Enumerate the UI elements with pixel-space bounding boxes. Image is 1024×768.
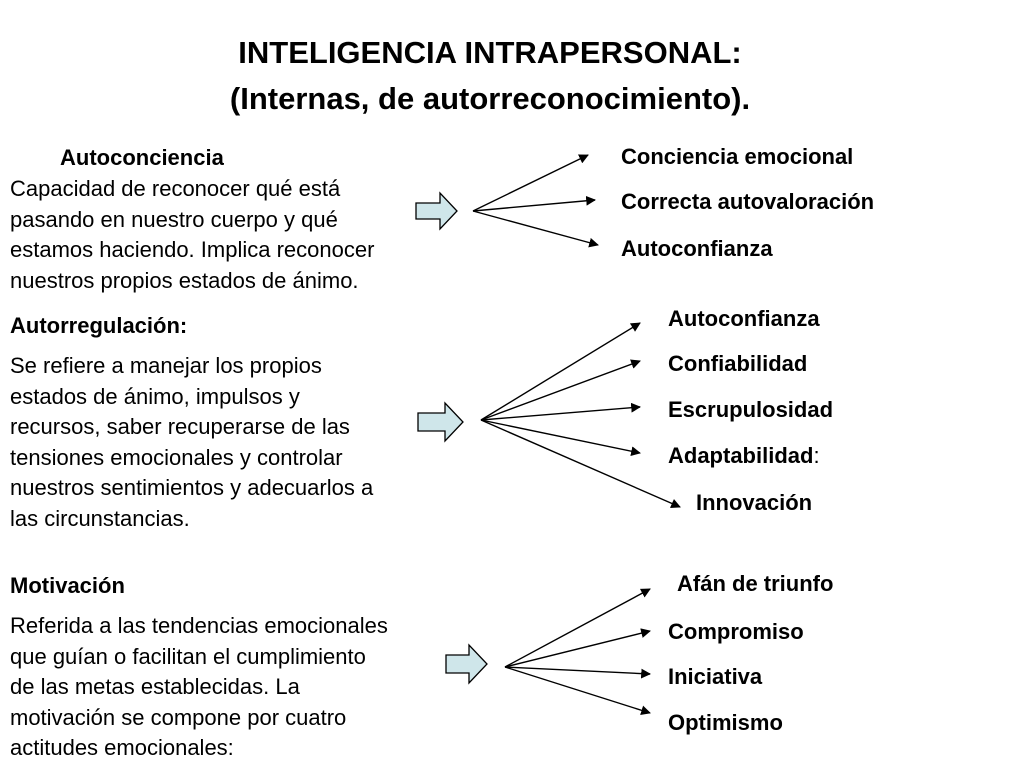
section-heading-autoconciencia: Autoconciencia (60, 145, 224, 170)
connector-arrow (472, 195, 596, 212)
connector-arrow (504, 666, 651, 679)
page-title-line1: INTELIGENCIA INTRAPERSONAL: (238, 35, 742, 70)
text-line: Capacidad de reconocer qué está (10, 176, 341, 201)
block-arrow-2 (417, 401, 464, 443)
connector-arrow (480, 402, 641, 421)
text-line: que guían o facilitan el cumplimiento (10, 643, 366, 669)
item-adaptabilidad-label: Adaptabilidad (668, 443, 814, 468)
section-text-motivacion: Referida a las tendencias emocionales qu… (10, 611, 388, 764)
text-line: de las metas establecidas. La (10, 674, 300, 699)
connector-arrow (504, 628, 651, 668)
connector-arrow (480, 419, 681, 508)
text-line: recursos, saber recuperarse de las (10, 414, 350, 439)
section-text-autorregulacion: Se refiere a manejar los propios estados… (10, 351, 373, 534)
page-title-line2: (Internas, de autorreconocimiento). (229, 81, 751, 116)
item-autoconfianza-1: Autoconfianza (621, 236, 773, 261)
text-line: Referida a las tendencias emocionales (10, 613, 388, 638)
text-line: Se refiere a manejar los propios (10, 353, 322, 378)
item-afan-de-triunfo: Afán de triunfo (677, 571, 834, 596)
text-line: nuestros propios estados de ánimo. (10, 267, 359, 293)
item-autoconfianza-2: Autoconfianza (668, 306, 820, 331)
text-line: estamos haciendo. Implica reconocer (10, 237, 375, 262)
connector-arrow (480, 419, 641, 457)
connector-arrow (504, 666, 651, 716)
block-arrow-1 (415, 191, 458, 231)
block-arrow-3 (445, 643, 488, 685)
item-conciencia-emocional: Conciencia emocional (621, 144, 854, 169)
item-adaptabilidad: Adaptabilidad: (668, 443, 820, 469)
text-line: tensiones emocionales y controlar (10, 444, 343, 470)
item-optimismo: Optimismo (668, 710, 783, 735)
connector-arrow (480, 322, 641, 421)
connector-arrow (472, 154, 589, 212)
item-correcta-autovaloracion: Correcta autovaloración (621, 189, 875, 214)
item-innovacion: Innovación (696, 490, 813, 515)
text-line: actitudes emocionales: (10, 735, 234, 760)
section-heading-motivacion: Motivación (10, 573, 125, 598)
connector-arrow (504, 588, 651, 668)
text-line: pasando en nuestro cuerpo y qué (10, 206, 338, 232)
item-compromiso: Compromiso (668, 619, 804, 644)
item-iniciativa: Iniciativa (668, 664, 763, 689)
text-line: las circunstancias. (10, 505, 190, 531)
item-adaptabilidad-colon: : (813, 443, 820, 468)
item-confiabilidad: Confiabilidad (668, 351, 808, 376)
text-line: estados de ánimo, impulsos y (10, 383, 300, 409)
item-escrupulosidad: Escrupulosidad (668, 397, 834, 422)
section-text-autoconciencia: Capacidad de reconocer qué está pasando … (10, 174, 374, 296)
section-heading-autorregulacion: Autorregulación: (10, 313, 188, 338)
text-line: motivación se compone por cuatro (10, 704, 347, 730)
connector-arrow (480, 359, 641, 421)
text-line: nuestros sentimientos y adecuarlos a (10, 475, 374, 500)
connector-arrow (472, 210, 599, 248)
